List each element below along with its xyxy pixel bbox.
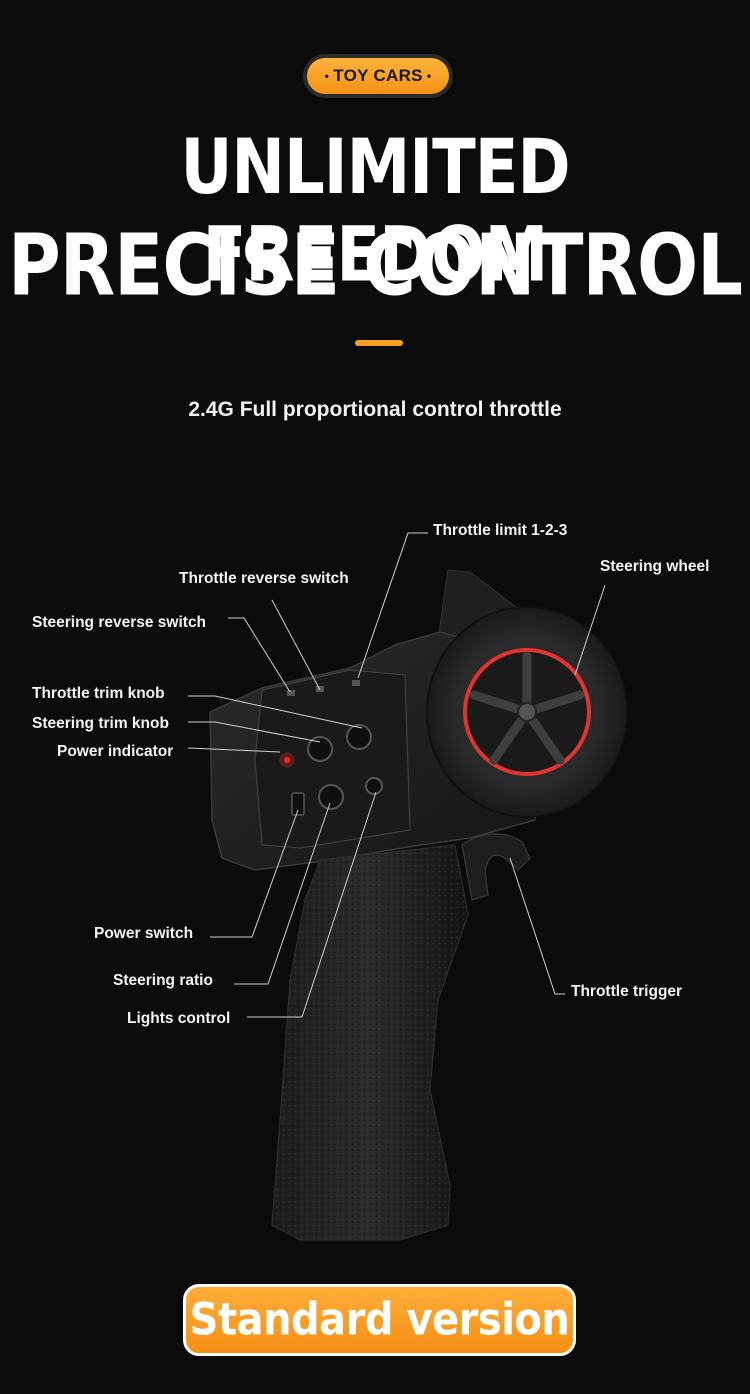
callout-steering-trim-knob: Steering trim knob [32, 715, 169, 732]
callout-throttle-reverse-switch: Throttle reverse switch [179, 570, 349, 587]
standard-version-button[interactable]: Standard version [183, 1284, 576, 1356]
badge-pill: • TOY CARS • [307, 58, 449, 94]
product-subtitle: 2.4G Full proportional control throttle [188, 398, 562, 421]
accent-divider [355, 340, 403, 346]
badge-label: TOY CARS [333, 66, 423, 85]
callout-power-indicator: Power indicator [57, 743, 174, 760]
panel-knobs [279, 724, 383, 816]
toy-cars-badge: • TOY CARS • [303, 54, 453, 98]
badge-dot-right: • [426, 69, 432, 83]
headline-line-2: PRECISE CONTROL [7, 215, 743, 315]
callout-throttle-trigger: Throttle trigger [571, 983, 683, 1000]
callout-steering-ratio: Steering ratio [113, 972, 213, 989]
badge-dot-left: • [324, 69, 330, 83]
callout-throttle-trim-knob: Throttle trim knob [32, 685, 165, 702]
throttle-trigger [461, 833, 531, 901]
callout-lights-control: Lights control [127, 1010, 231, 1027]
standard-version-label: Standard version [189, 1294, 570, 1346]
callout-steering-wheel: Steering wheel [600, 558, 710, 575]
controller-grip [271, 844, 469, 1241]
callout-leader-lines [187, 532, 606, 1018]
steering-wheel-graphic [426, 606, 628, 818]
callout-steering-reverse-switch: Steering reverse switch [32, 614, 207, 631]
callout-power-switch: Power switch [94, 925, 194, 942]
callout-throttle-limit: Throttle limit 1-2-3 [433, 522, 568, 539]
headline-line-1: UNLIMITED FREEDOM [180, 124, 570, 300]
